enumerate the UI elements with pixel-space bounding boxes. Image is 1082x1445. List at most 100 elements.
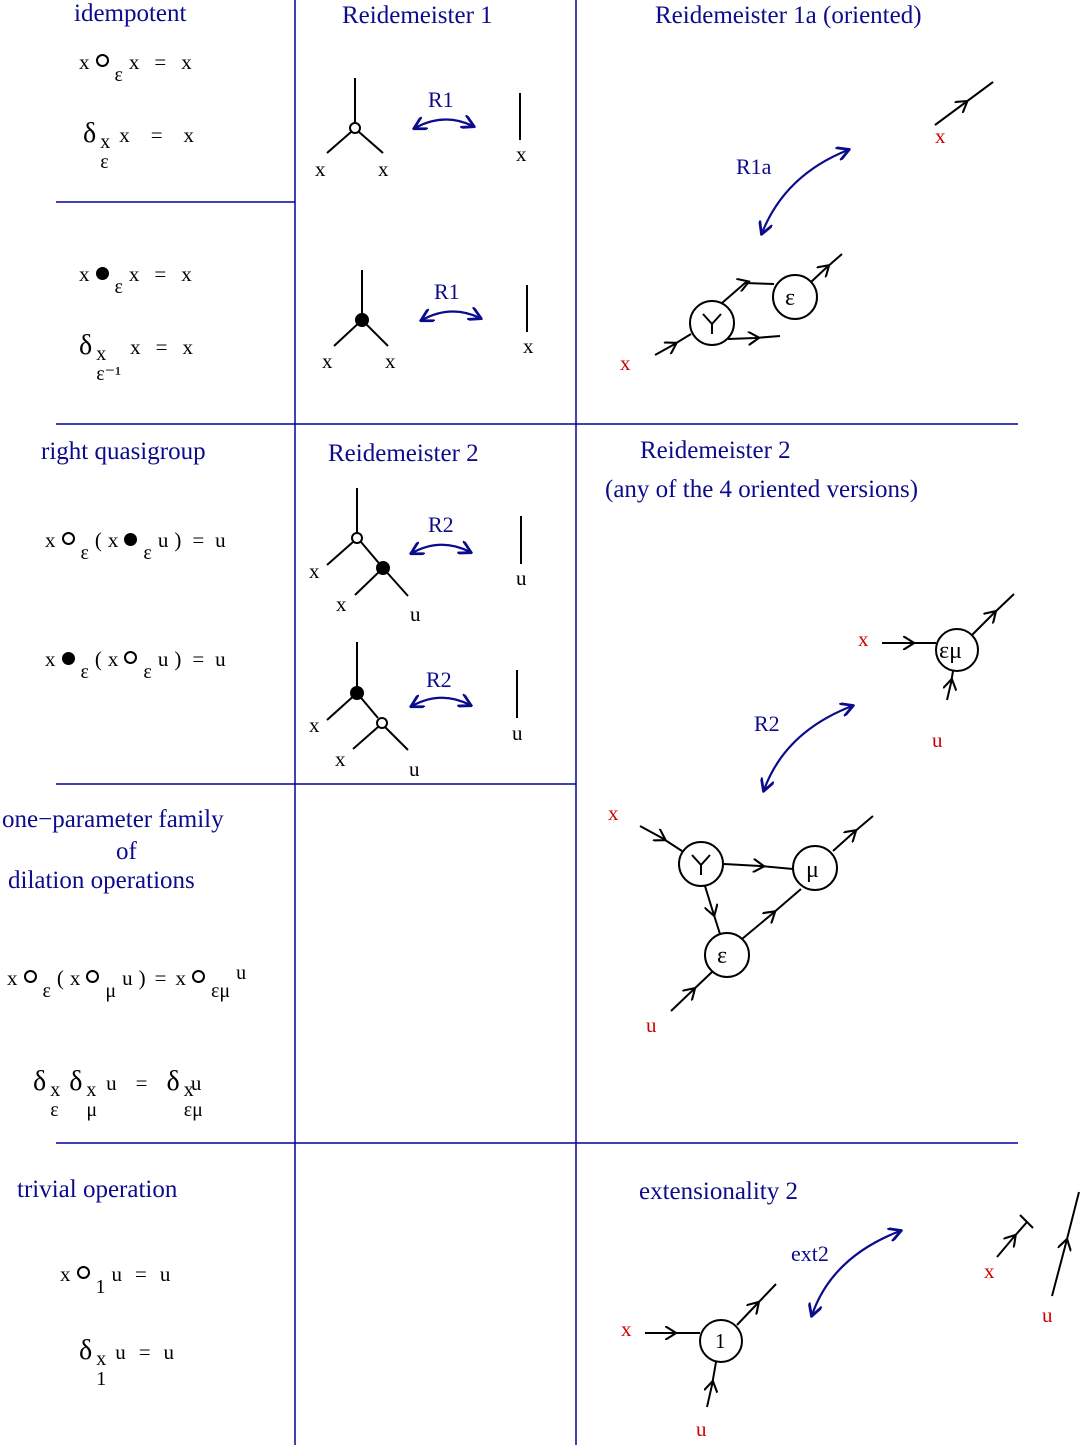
var-x: x bbox=[45, 647, 56, 671]
ext2-diagram bbox=[645, 1191, 1080, 1408]
var-u: u bbox=[932, 728, 943, 752]
r2-diagram-top bbox=[326, 488, 522, 597]
subscript: 1 bbox=[96, 1368, 107, 1390]
paren: ) bbox=[138, 966, 146, 990]
equals: = bbox=[135, 1071, 148, 1095]
diagram-labels: R1 R1 R2 R2 R1a R2 ext2 x x x x x x x x … bbox=[309, 87, 1053, 1441]
node-label: μ bbox=[806, 857, 819, 883]
var-x: x bbox=[322, 349, 333, 373]
node-label: εμ bbox=[939, 638, 962, 664]
filled-circle-operator-icon bbox=[61, 652, 75, 665]
subscript: μ bbox=[105, 980, 117, 1002]
equals: = bbox=[154, 262, 167, 286]
var-x: x bbox=[608, 801, 619, 825]
delta: δ bbox=[83, 118, 97, 149]
r2-label: R2 bbox=[426, 667, 452, 692]
heading-reidemeister-1a: Reidemeister 1a (oriented) bbox=[655, 2, 922, 29]
var-x: x bbox=[523, 334, 534, 358]
var-u: u bbox=[512, 721, 523, 745]
var-x: x bbox=[79, 50, 90, 74]
var-u: u bbox=[409, 757, 420, 781]
heading-trivial-operation: trivial operation bbox=[17, 1176, 178, 1203]
var-x: x bbox=[183, 123, 195, 147]
superscript: x bbox=[50, 1079, 61, 1101]
delta: δ bbox=[166, 1066, 180, 1097]
eps-node bbox=[772, 274, 818, 320]
var-x: x bbox=[45, 528, 56, 552]
equals: = bbox=[192, 647, 205, 671]
subscript: 1 bbox=[95, 1276, 106, 1298]
subscript: εμ bbox=[210, 980, 231, 1002]
open-dot-icon bbox=[349, 122, 361, 134]
open-circle-operator-icon bbox=[61, 532, 75, 545]
filled-circle-operator-icon bbox=[95, 267, 109, 280]
heading-family-line3: dilation operations bbox=[8, 867, 195, 894]
ext2-label: ext2 bbox=[791, 1241, 829, 1266]
grid-lines bbox=[56, 0, 1018, 1445]
subscript: ε bbox=[114, 64, 123, 86]
var-x: x bbox=[181, 50, 192, 74]
superscript: x bbox=[96, 1348, 107, 1370]
subscript: μ bbox=[86, 1099, 98, 1121]
var-x: x bbox=[60, 1262, 71, 1286]
var-u: u bbox=[163, 1340, 175, 1364]
heading-reidemeister-1: Reidemeister 1 bbox=[342, 2, 493, 29]
r1-label: R1 bbox=[434, 279, 460, 304]
equals: = bbox=[192, 528, 205, 552]
var-x: x bbox=[69, 966, 81, 990]
subscript: ε bbox=[114, 276, 123, 298]
r2-arrow-top bbox=[412, 545, 470, 553]
move-arrows bbox=[412, 119, 900, 1315]
r1-filled-vertex-diagram bbox=[333, 270, 528, 347]
var-u: u bbox=[646, 1013, 657, 1037]
superscript: x bbox=[96, 343, 107, 365]
subscript: ε bbox=[80, 542, 89, 564]
var-x: x bbox=[335, 747, 346, 771]
var-u: u bbox=[157, 528, 169, 552]
one-node bbox=[699, 1319, 743, 1363]
filled-dot-icon bbox=[355, 313, 369, 327]
r2-label: R2 bbox=[428, 512, 454, 537]
subscript: ε⁻¹ bbox=[96, 363, 122, 385]
equals: = bbox=[138, 1340, 151, 1364]
heading-reidemeister-2-oriented: Reidemeister 2 bbox=[640, 437, 791, 464]
fan-out-node bbox=[689, 300, 735, 346]
delta: δ bbox=[79, 330, 93, 361]
paren: ( bbox=[94, 528, 102, 552]
heading-right-quasigroup: right quasigroup bbox=[41, 438, 206, 465]
var-x: x bbox=[119, 123, 130, 147]
var-x: x bbox=[175, 966, 186, 990]
subscript: ε bbox=[143, 542, 152, 564]
equals: = bbox=[154, 966, 167, 990]
var-u: u bbox=[215, 528, 226, 552]
var-x: x bbox=[181, 262, 192, 286]
var-u: u bbox=[159, 1262, 171, 1286]
paren: ( bbox=[94, 647, 102, 671]
var-u: u bbox=[516, 566, 527, 590]
subscript: εμ bbox=[183, 1099, 203, 1121]
ext2-arrow bbox=[812, 1231, 900, 1315]
open-circle-operator-icon bbox=[191, 970, 205, 983]
r2-label: R2 bbox=[754, 711, 780, 736]
var-x: x bbox=[130, 335, 141, 359]
var-x: x bbox=[309, 713, 320, 737]
var-x: x bbox=[79, 262, 90, 286]
r1-arrow-top bbox=[415, 119, 473, 128]
r1-arrow-bottom bbox=[422, 311, 480, 320]
paren: ) bbox=[174, 528, 182, 552]
delta: δ bbox=[33, 1066, 47, 1097]
subscript: ε bbox=[42, 980, 51, 1002]
superscript: x bbox=[100, 131, 111, 153]
heading-idempotent: idempotent bbox=[74, 0, 187, 27]
